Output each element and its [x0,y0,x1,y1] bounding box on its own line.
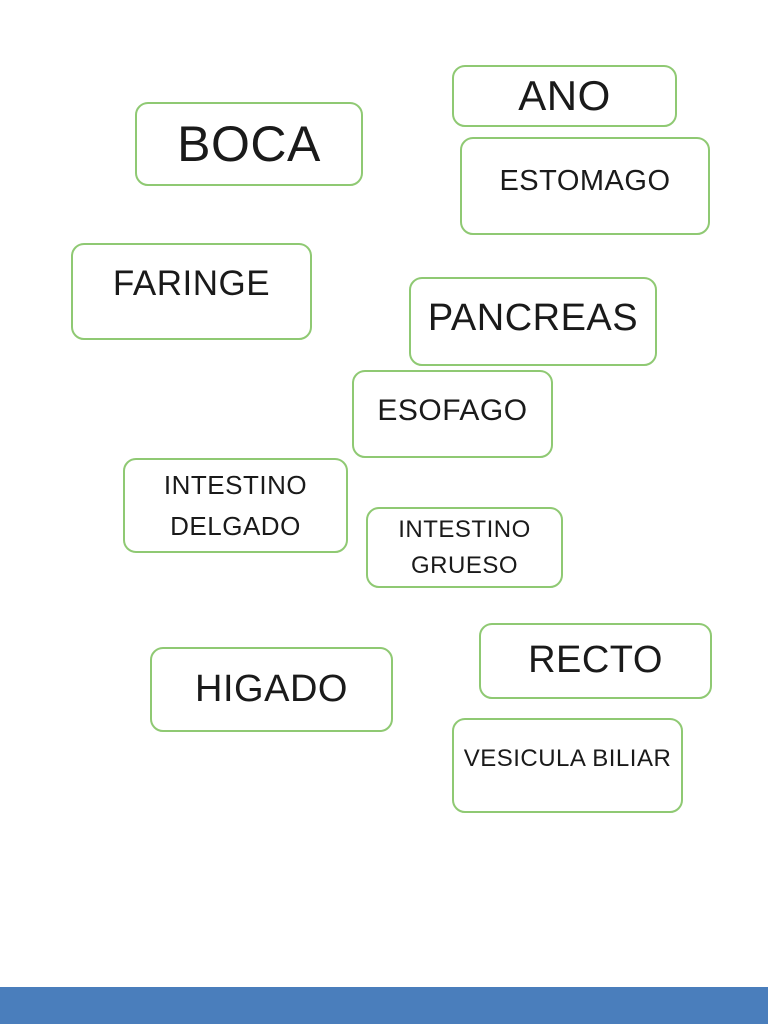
label-text-higado: HIGADO [195,667,348,710]
label-box-pancreas: PANCREAS [409,277,657,366]
label-text-recto: RECTO [528,639,663,682]
label-text-intestino-grueso: INTESTINO GRUESO [398,515,531,579]
label-text-boca: BOCA [177,116,321,172]
page-bottom-strip [0,987,768,1024]
label-box-higado: HIGADO [150,647,393,732]
label-text-vesicula-biliar: VESICULA BILIAR [463,745,672,773]
label-text-faringe: FARINGE [112,263,271,303]
label-box-estomago: ESTOMAGO [460,137,710,235]
label-box-faringe: FARINGE [71,243,312,340]
label-box-ano: ANO [452,65,677,127]
label-box-esofago: ESOFAGO [352,370,553,458]
label-text-pancreas: PANCREAS [427,296,639,339]
label-text-intestino-delgado: INTESTINO DELGADO [163,470,308,541]
label-box-boca: BOCA [135,102,363,186]
label-text-esofago: ESOFAGO [377,394,528,427]
label-box-intestino-grueso: INTESTINO GRUESO [366,507,563,588]
label-box-intestino-delgado: INTESTINO DELGADO [123,458,348,553]
label-text-ano: ANO [518,71,611,119]
label-box-vesicula-biliar: VESICULA BILIAR [452,718,683,813]
label-box-recto: RECTO [479,623,712,699]
label-text-estomago: ESTOMAGO [499,164,671,197]
